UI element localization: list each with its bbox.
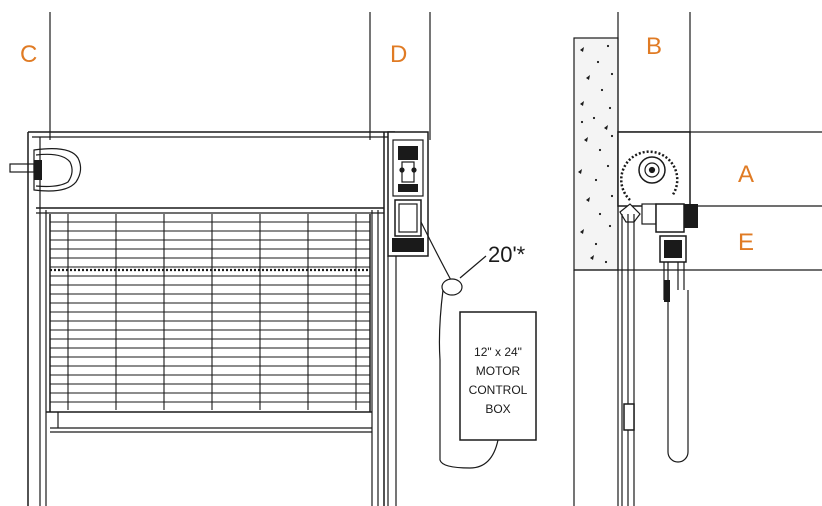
concrete-speck xyxy=(580,47,584,52)
cable-length-label: 20'* xyxy=(488,242,526,267)
dimension-label-c: C xyxy=(20,41,37,68)
concrete-speck xyxy=(604,125,608,130)
concrete-speck xyxy=(608,106,612,110)
concrete-wall xyxy=(573,37,619,271)
concrete-speck xyxy=(586,75,590,80)
concrete-speck xyxy=(606,44,610,48)
concrete-speck xyxy=(580,101,584,106)
section-view xyxy=(573,12,822,506)
concrete-speck xyxy=(580,120,584,124)
motor-control-box: 12" x 24" MOTOR CONTROL BOX xyxy=(459,311,537,441)
dimension-label-a: A xyxy=(738,161,754,188)
concrete-speck xyxy=(598,212,602,216)
control-box-line-2: MOTOR xyxy=(476,364,521,378)
concrete-speck xyxy=(594,178,598,182)
concrete-speck xyxy=(606,164,610,168)
concrete-speck xyxy=(586,197,590,202)
concrete-speck xyxy=(596,60,600,64)
dimension-label-e: E xyxy=(738,229,754,256)
dimension-label-d: D xyxy=(390,41,407,68)
motor-side-detail xyxy=(387,131,499,506)
concrete-speck xyxy=(610,194,614,198)
concrete-speck xyxy=(590,255,594,260)
concrete-speck xyxy=(594,242,598,246)
cable-length-callout: 20'* xyxy=(459,242,526,279)
concrete-speck xyxy=(608,224,612,228)
concrete-aggregate xyxy=(578,44,614,264)
concrete-speck xyxy=(604,260,608,264)
concrete-speck xyxy=(600,88,604,92)
dimension-labels: C D B A E xyxy=(20,33,754,256)
concrete-speck xyxy=(584,137,588,142)
concrete-speck xyxy=(610,72,614,76)
dimension-label-b: B xyxy=(646,33,662,60)
rolling-curtain-slats xyxy=(49,214,371,412)
concrete-speck xyxy=(610,134,614,138)
control-box-line-3: CONTROL xyxy=(469,383,528,397)
concrete-speck xyxy=(580,229,584,234)
front-elevation xyxy=(9,12,431,506)
control-box-line-4: BOX xyxy=(485,402,510,416)
concrete-speck xyxy=(578,169,582,174)
control-box-line-1: 12" x 24" xyxy=(474,345,522,359)
concrete-speck xyxy=(592,116,596,120)
concrete-speck xyxy=(598,148,602,152)
